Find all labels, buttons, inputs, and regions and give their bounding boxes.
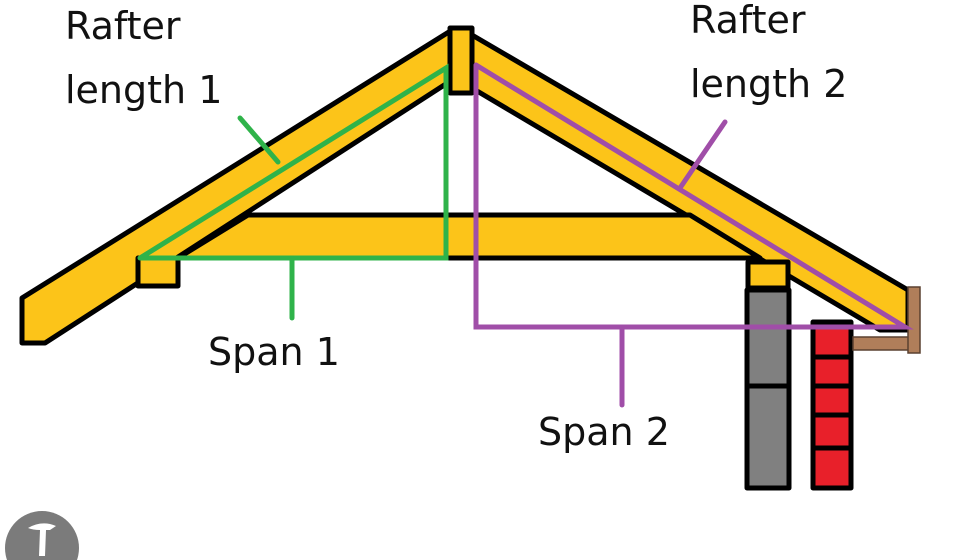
tie-beam xyxy=(175,212,763,261)
block-wall xyxy=(744,287,792,491)
right-wall-plate xyxy=(745,259,791,291)
left-rafter xyxy=(19,27,455,346)
rafter-length-2-pointer xyxy=(677,119,728,191)
rafter-length-1-label-line1: Rafter xyxy=(65,4,181,48)
rafter-length-2-line xyxy=(473,62,914,330)
rafter-length-2-label-line1: Rafter xyxy=(690,0,806,42)
bracket-vertical xyxy=(907,286,921,354)
king-post xyxy=(447,25,475,96)
rafter-length-2-label: Rafter length 2 xyxy=(690,0,847,116)
rafter-length-1-pointer xyxy=(237,115,281,165)
bracket-horizontal xyxy=(852,336,912,351)
span-1-label: Span 1 xyxy=(208,330,340,374)
span-2-label: Span 2 xyxy=(538,410,670,454)
hammer-icon xyxy=(5,511,79,560)
brick-wall xyxy=(810,319,854,491)
rafter-length-2-label-line2: length 2 xyxy=(690,62,848,106)
rafter-length-1-label: Rafter length 1 xyxy=(65,0,222,122)
rafter-length-1-label-line2: length 1 xyxy=(65,68,223,112)
left-wall-plate xyxy=(135,255,181,289)
